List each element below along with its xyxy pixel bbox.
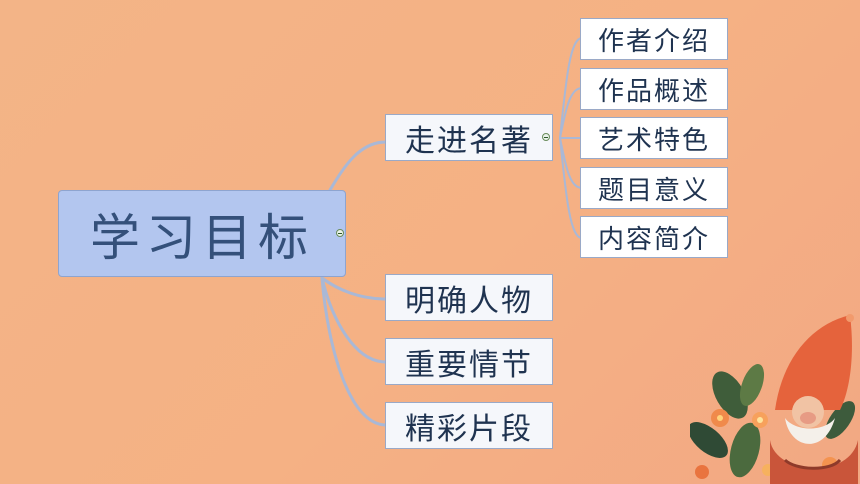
gnome-illustration (690, 314, 858, 484)
gnome-body (770, 440, 858, 484)
child-node-5[interactable]: 内容简介 (580, 216, 728, 258)
gnome-beard (785, 418, 835, 444)
branch-node-3[interactable]: 重要情节 (385, 338, 553, 385)
branch-node-1[interactable]: 走进名著 (385, 114, 553, 161)
branch-node-4[interactable]: 精彩片段 (385, 402, 553, 449)
connector-root-branch-4 (320, 276, 388, 427)
connector-root-branch-1 (328, 140, 388, 192)
branch-node-2[interactable]: 明确人物 (385, 274, 553, 321)
child-node-2[interactable]: 作品概述 (580, 68, 728, 110)
connector-root-branch-2 (320, 276, 388, 301)
branch-1-collapse-toggle[interactable] (542, 133, 550, 141)
root-node[interactable]: 学习目标 (58, 190, 346, 277)
connector-root-branch-3 (320, 276, 388, 364)
child-node-3[interactable]: 艺术特色 (580, 117, 728, 159)
connector-branch1-child-2 (559, 87, 583, 139)
connector-branch1-child-5 (559, 137, 583, 239)
connector-branch1-child-1 (559, 37, 583, 139)
root-collapse-toggle[interactable] (336, 229, 344, 237)
child-node-4[interactable]: 题目意义 (580, 167, 728, 209)
child-node-1[interactable]: 作者介绍 (580, 18, 728, 60)
gnome-hat (775, 315, 852, 410)
leaves-cluster (690, 364, 856, 478)
